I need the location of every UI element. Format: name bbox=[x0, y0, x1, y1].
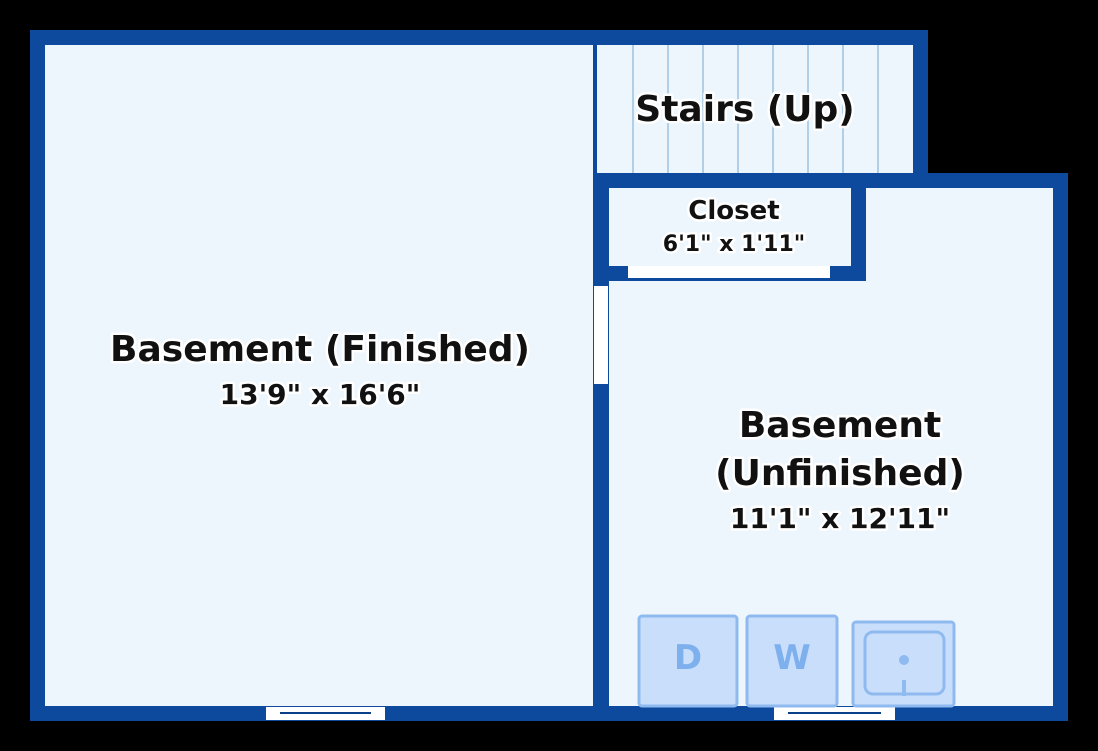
washer-icon: W bbox=[745, 614, 839, 708]
dryer-label: D bbox=[674, 638, 702, 678]
dryer-icon: D bbox=[637, 614, 739, 708]
floor-basement-unfinished bbox=[609, 188, 1053, 706]
window-finished bbox=[266, 707, 385, 720]
floor-basement-finished bbox=[45, 45, 593, 706]
room-dimensions-closet: 6'1" x 1'11" bbox=[663, 232, 805, 257]
room-dimensions-basement-unfinished: 11'1" x 12'11" bbox=[730, 502, 950, 535]
room-name-basement-finished: Basement (Finished) bbox=[110, 329, 530, 370]
room-name-basement-unfinished-line1: Basement bbox=[739, 405, 941, 446]
room-name-stairs: Stairs (Up) bbox=[635, 89, 854, 130]
floor-stairs bbox=[597, 45, 913, 173]
stair-treads bbox=[632, 45, 879, 173]
floor-closet bbox=[609, 188, 851, 266]
room-name-closet: Closet bbox=[688, 196, 779, 226]
room-dimensions-basement-finished: 13'9" x 16'6" bbox=[220, 378, 421, 411]
washer-label: W bbox=[773, 638, 811, 678]
interior-door-opening bbox=[594, 286, 608, 384]
closet-door-opening bbox=[628, 266, 830, 279]
sink-icon bbox=[851, 620, 956, 708]
room-name-basement-unfinished-line2: (Unfinished) bbox=[715, 453, 965, 494]
window-unfinished bbox=[774, 707, 895, 720]
closet-door-opening-edge bbox=[628, 278, 830, 281]
